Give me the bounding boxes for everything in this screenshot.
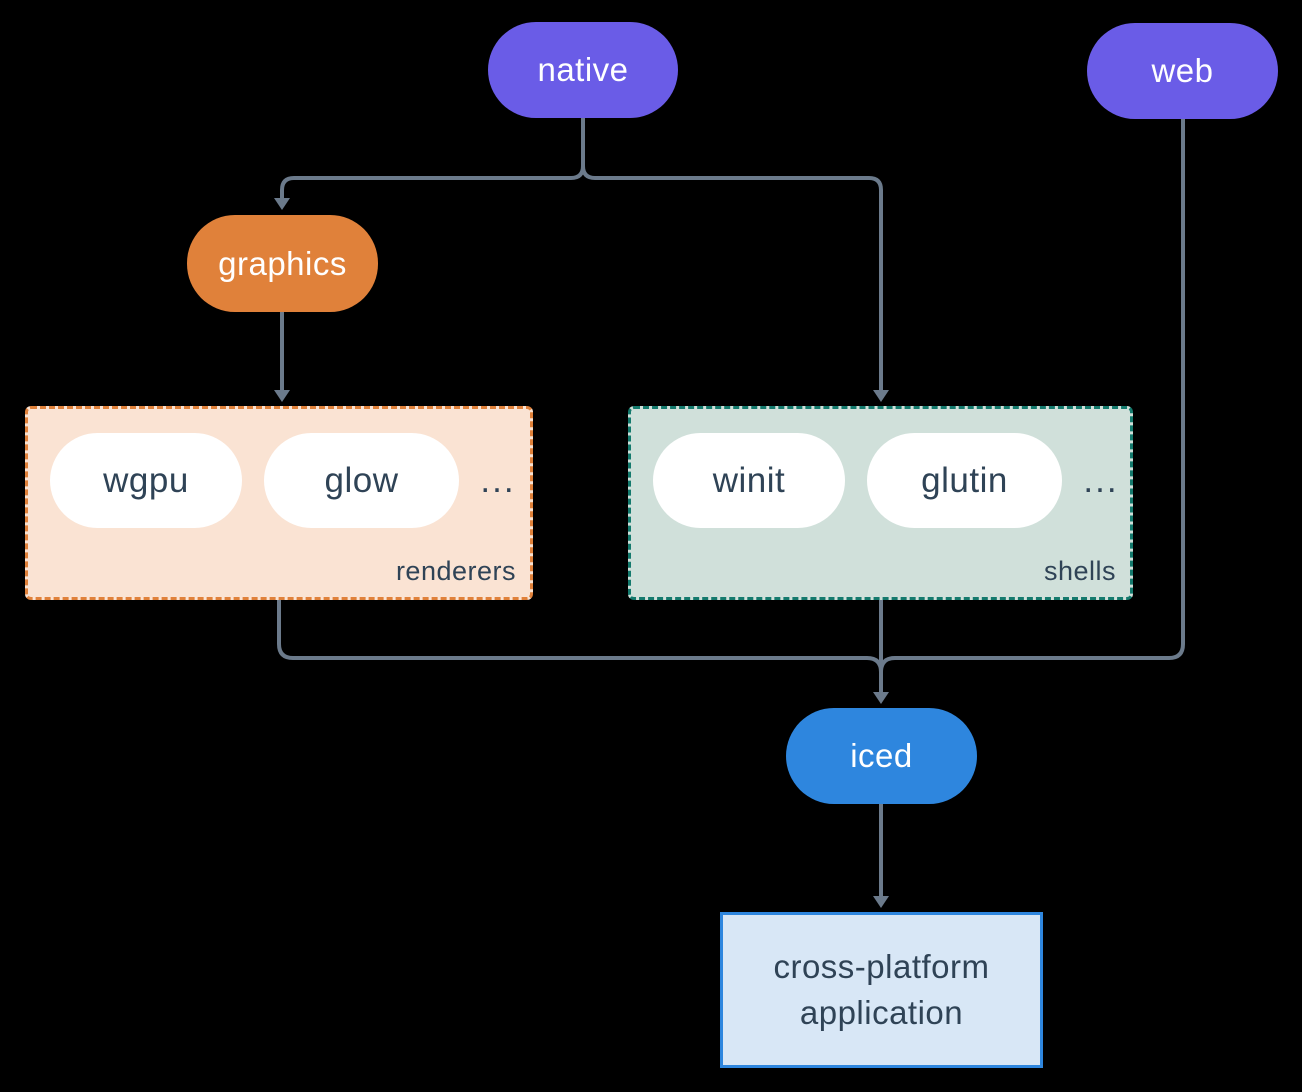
group-renderers: wgpu glow ... renderers [25,406,533,600]
edge-native-shells [581,118,889,402]
edge-native-graphics [274,118,585,210]
group-shells: winit glutin ... shells [628,406,1133,600]
node-native: native [488,22,678,118]
application-label-line2: application [799,994,964,1031]
renderers-ellipsis: ... [480,460,516,500]
edge-renderers-iced [277,600,883,673]
shells-label: shells [1043,556,1116,586]
renderers-label: renderers [395,556,516,586]
node-iced: iced [786,708,977,804]
node-winit: winit [653,433,845,528]
application-label-line1: cross-platform [773,948,990,985]
node-glow: glow [264,433,459,528]
node-graphics: graphics [187,215,378,312]
shells-ellipsis: ... [1083,460,1119,500]
node-wgpu: wgpu [50,433,242,528]
node-web: web [1087,23,1278,119]
node-glutin: glutin [867,433,1062,528]
node-application: cross-platform application [720,912,1043,1068]
